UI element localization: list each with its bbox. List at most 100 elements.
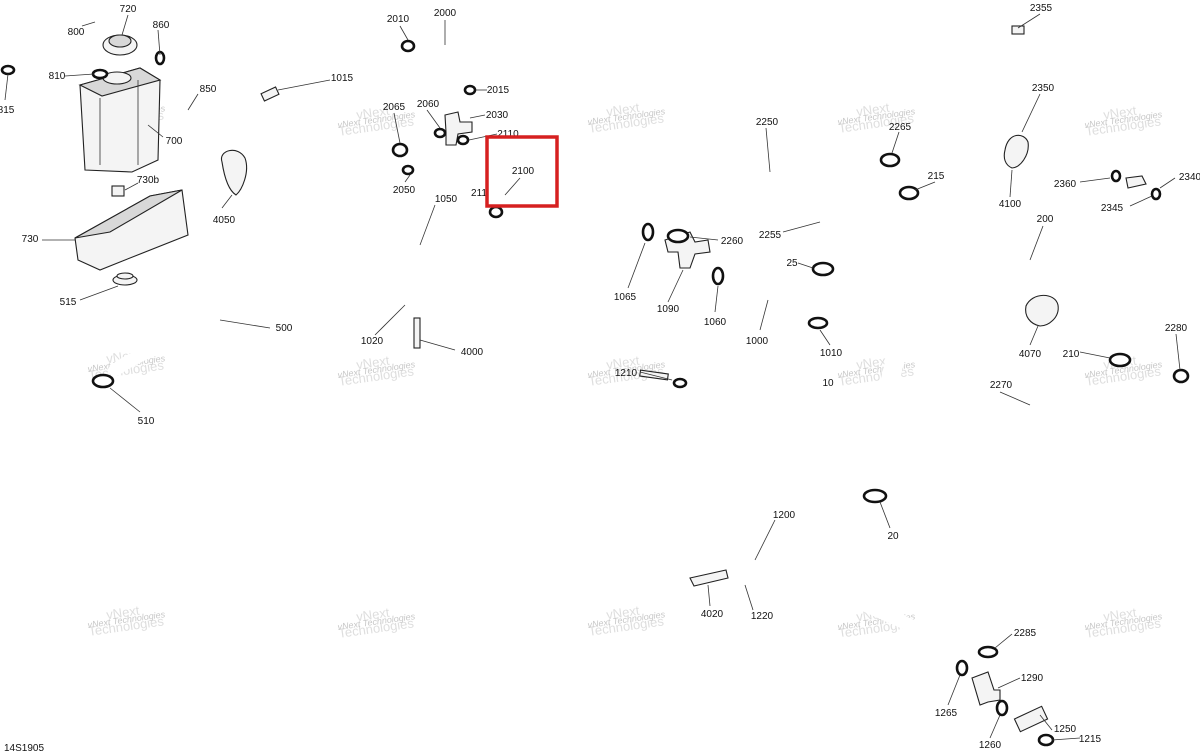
callout-labels: 720 860 800 810 815 850 700 730b 730 515… bbox=[0, 3, 1200, 751]
coolant-reservoir-700 bbox=[78, 67, 162, 173]
clip-4020 bbox=[689, 569, 729, 587]
clip-4000 bbox=[413, 317, 421, 349]
callout-20: 20 bbox=[887, 531, 899, 542]
watermark-line1: vNext bbox=[605, 603, 640, 623]
hose-850 bbox=[174, 48, 255, 202]
callout-2345: 2345 bbox=[1101, 203, 1124, 214]
callout-1215: 1215 bbox=[1079, 734, 1102, 745]
callout-2355: 2355 bbox=[1030, 3, 1053, 14]
watermark-line1: vNext bbox=[355, 353, 390, 373]
hose-500 bbox=[108, 298, 227, 377]
callout-2060: 2060 bbox=[417, 99, 440, 110]
clamp-211 bbox=[488, 205, 504, 219]
clip-4070 bbox=[1025, 294, 1059, 327]
hose-layer bbox=[9, 5, 1128, 667]
callout-25: 25 bbox=[786, 258, 798, 269]
callout-1060: 1060 bbox=[704, 317, 727, 328]
watermark-line1: vNext bbox=[1102, 605, 1137, 625]
callout-2265: 2265 bbox=[889, 122, 912, 133]
hose-10 bbox=[845, 280, 1015, 475]
watermark-line1: vNext bbox=[855, 100, 890, 120]
callout-210: 210 bbox=[1063, 349, 1080, 360]
clamp-2345 bbox=[1150, 187, 1162, 201]
fitting-1015 bbox=[260, 86, 280, 102]
clamp-2015 bbox=[463, 84, 477, 96]
callout-815: 815 bbox=[0, 105, 15, 116]
callout-1050: 1050 bbox=[435, 194, 458, 205]
clamp-1060 bbox=[711, 266, 725, 286]
clamp-815 bbox=[0, 64, 16, 76]
callout-2255: 2255 bbox=[759, 230, 782, 241]
callout-2350: 2350 bbox=[1032, 83, 1055, 94]
fitting-1290 bbox=[971, 671, 1001, 706]
clip-4100 bbox=[1003, 134, 1029, 169]
callout-515: 515 bbox=[60, 297, 77, 308]
callout-211: 211 bbox=[471, 188, 487, 199]
callout-2110: 2110 bbox=[497, 129, 519, 140]
callout-1220: 1220 bbox=[751, 611, 774, 622]
fitting-1250 bbox=[1013, 705, 1049, 733]
callout-2050: 2050 bbox=[393, 185, 416, 196]
hose-1200 bbox=[681, 398, 952, 647]
callout-2250: 2250 bbox=[756, 117, 779, 128]
clamp-2065 bbox=[391, 142, 409, 158]
callout-2360: 2360 bbox=[1054, 179, 1077, 190]
callout-730: 730 bbox=[22, 234, 39, 245]
clamp-2265 bbox=[879, 152, 901, 168]
callout-10: 10 bbox=[822, 378, 834, 389]
hose-1220 bbox=[658, 443, 922, 667]
clamp-510 bbox=[91, 373, 115, 389]
clamp-1065 bbox=[641, 222, 655, 242]
fitting-2030 bbox=[444, 111, 473, 146]
watermark-line1: vNext bbox=[855, 353, 890, 373]
clamp-2110 bbox=[456, 134, 470, 146]
callout-1015: 1015 bbox=[331, 73, 354, 84]
clamp-810 bbox=[91, 68, 109, 80]
callout-1265: 1265 bbox=[935, 708, 958, 719]
clamp-1260 bbox=[995, 699, 1009, 717]
highlight-box-2100 bbox=[485, 135, 559, 208]
fitting-2355 bbox=[1011, 25, 1025, 35]
hose-1015-1050 bbox=[265, 105, 635, 266]
callout-730b: 730b bbox=[137, 175, 160, 186]
hose-1020 bbox=[270, 182, 600, 301]
callout-4100: 4100 bbox=[999, 199, 1022, 210]
callout-2010: 2010 bbox=[387, 14, 410, 25]
callout-200: 200 bbox=[1037, 214, 1054, 225]
hose-2255 bbox=[736, 187, 879, 231]
callout-4050: 4050 bbox=[213, 215, 236, 226]
callout-2280: 2280 bbox=[1165, 323, 1188, 334]
callout-1000: 1000 bbox=[746, 336, 769, 347]
callout-2000: 2000 bbox=[434, 8, 457, 19]
reservoir-cap-720 bbox=[102, 34, 138, 56]
bracket-730 bbox=[74, 185, 189, 271]
callout-850: 850 bbox=[200, 84, 217, 95]
clamp-210 bbox=[1108, 352, 1132, 368]
watermark-line1: vNext bbox=[355, 605, 390, 625]
clamp-2285 bbox=[977, 645, 999, 659]
callout-510: 510 bbox=[138, 416, 155, 427]
callout-4070: 4070 bbox=[1019, 349, 1042, 360]
leader-lines bbox=[4, 13, 1181, 741]
hose-1000 bbox=[737, 280, 808, 324]
callout-215: 215 bbox=[928, 171, 945, 182]
clamp-215 bbox=[898, 185, 920, 201]
watermark-line1: vNext bbox=[105, 603, 140, 623]
diagram-code: 14S1905 bbox=[4, 743, 44, 754]
callout-800: 800 bbox=[68, 27, 85, 38]
callout-2065: 2065 bbox=[383, 102, 406, 113]
clamp-25 bbox=[811, 261, 835, 277]
watermark-line1: vNext bbox=[605, 353, 640, 373]
clip-4050 bbox=[221, 149, 248, 196]
hose-2000 bbox=[422, 31, 489, 84]
callout-1250: 1250 bbox=[1054, 724, 1077, 735]
clamp-2060 bbox=[433, 127, 447, 139]
clamp-2010 bbox=[400, 39, 416, 53]
callout-810: 810 bbox=[49, 71, 66, 82]
cap-515 bbox=[112, 272, 138, 286]
clamp-2260 bbox=[666, 228, 690, 244]
callout-2260: 2260 bbox=[721, 236, 744, 247]
callout-720: 720 bbox=[120, 4, 137, 15]
callout-2030: 2030 bbox=[486, 110, 509, 121]
